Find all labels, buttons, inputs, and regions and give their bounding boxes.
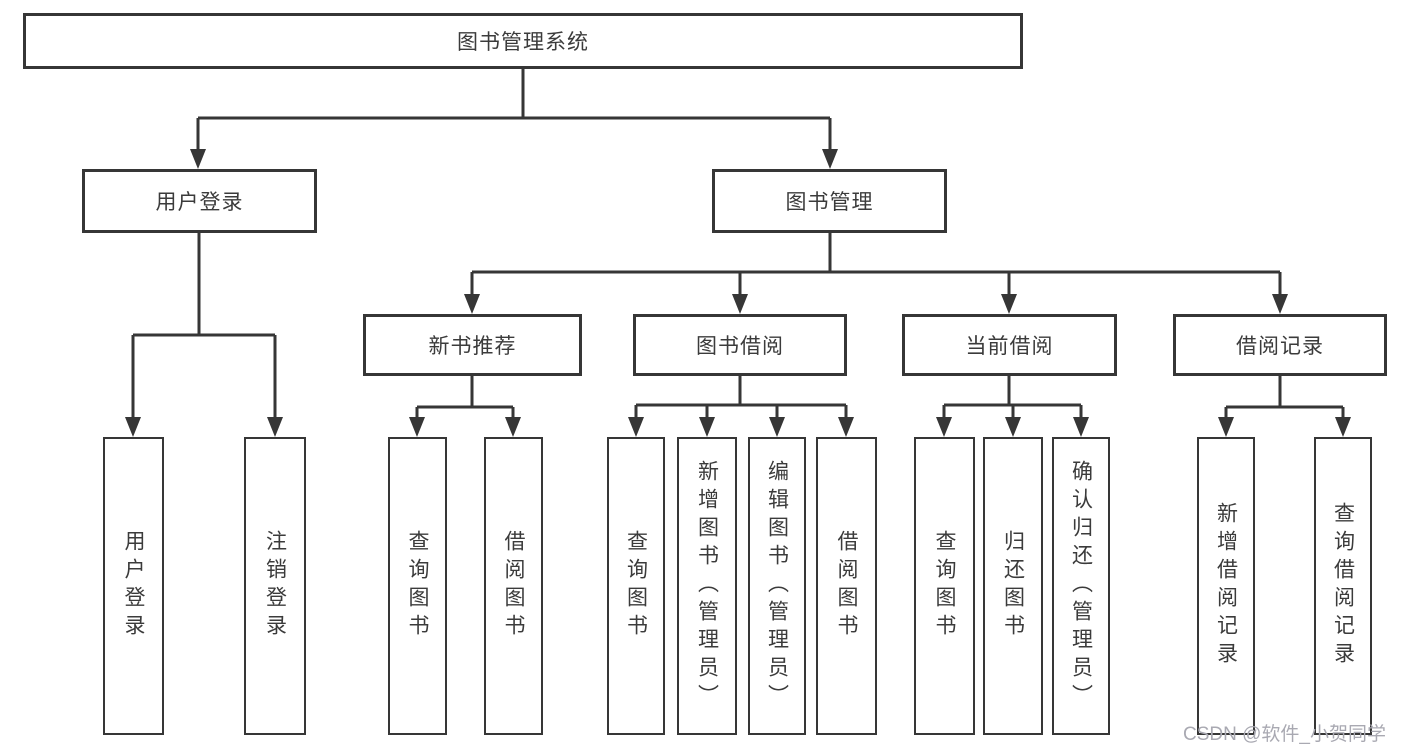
node-label: 图书管理: [785, 191, 874, 214]
leaf-user-login: 用户登录: [103, 437, 164, 735]
leaf-label: 注销登录: [263, 530, 287, 642]
node-user-login: 用户登录: [82, 169, 317, 233]
leaf-query-books-recommend: 查询图书: [388, 437, 447, 735]
leaf-query-books-current: 查询图书: [914, 437, 975, 735]
leaf-label: 查询图书: [406, 530, 429, 642]
leaf-label: 新增借阅记录: [1214, 502, 1238, 670]
leaf-label: 借阅图书: [835, 530, 858, 642]
leaf-label: 用户登录: [122, 530, 145, 642]
leaf-borrow-books: 借阅图书: [816, 437, 877, 735]
leaf-label: 查询图书: [933, 530, 956, 642]
node-label: 图书借阅: [696, 335, 784, 358]
leaf-label: 借阅图书: [502, 530, 525, 642]
leaf-label: 编辑图书（管理员）: [765, 460, 789, 712]
leaf-logout: 注销登录: [244, 437, 306, 735]
leaf-edit-book-admin: 编辑图书（管理员）: [748, 437, 806, 735]
leaf-return-book: 归还图书: [983, 437, 1043, 735]
leaf-label: 归还图书: [1001, 530, 1025, 642]
node-borrow-records: 借阅记录: [1173, 314, 1387, 376]
node-book-management: 图书管理: [712, 169, 947, 233]
leaf-label: 确认归还（管理员）: [1069, 460, 1093, 712]
node-label: 用户登录: [155, 191, 244, 214]
leaf-label: 查询借阅记录: [1331, 502, 1355, 670]
node-label: 借阅记录: [1236, 335, 1324, 358]
node-label: 新书推荐: [428, 335, 517, 358]
node-root-library-system: 图书管理系统: [23, 13, 1023, 69]
node-current-borrowing: 当前借阅: [902, 314, 1117, 376]
node-label: 当前借阅: [965, 335, 1054, 358]
node-new-book-recommend: 新书推荐: [363, 314, 582, 376]
arrowheads: [125, 149, 1351, 437]
leaf-query-books-borrowing: 查询图书: [607, 437, 665, 735]
csdn-watermark: CSDN @软件_小贺同学: [1183, 724, 1386, 745]
leaf-confirm-return-admin: 确认归还（管理员）: [1052, 437, 1110, 735]
leaf-label: 查询图书: [624, 530, 648, 642]
leaf-label: 新增图书（管理员）: [695, 460, 719, 712]
node-label: 图书管理系统: [457, 31, 589, 54]
node-book-borrowing: 图书借阅: [633, 314, 847, 376]
leaf-query-borrow-record: 查询借阅记录: [1314, 437, 1372, 735]
leaf-borrow-books-recommend: 借阅图书: [484, 437, 543, 735]
leaf-add-borrow-record: 新增借阅记录: [1197, 437, 1255, 735]
leaf-add-book-admin: 新增图书（管理员）: [677, 437, 737, 735]
